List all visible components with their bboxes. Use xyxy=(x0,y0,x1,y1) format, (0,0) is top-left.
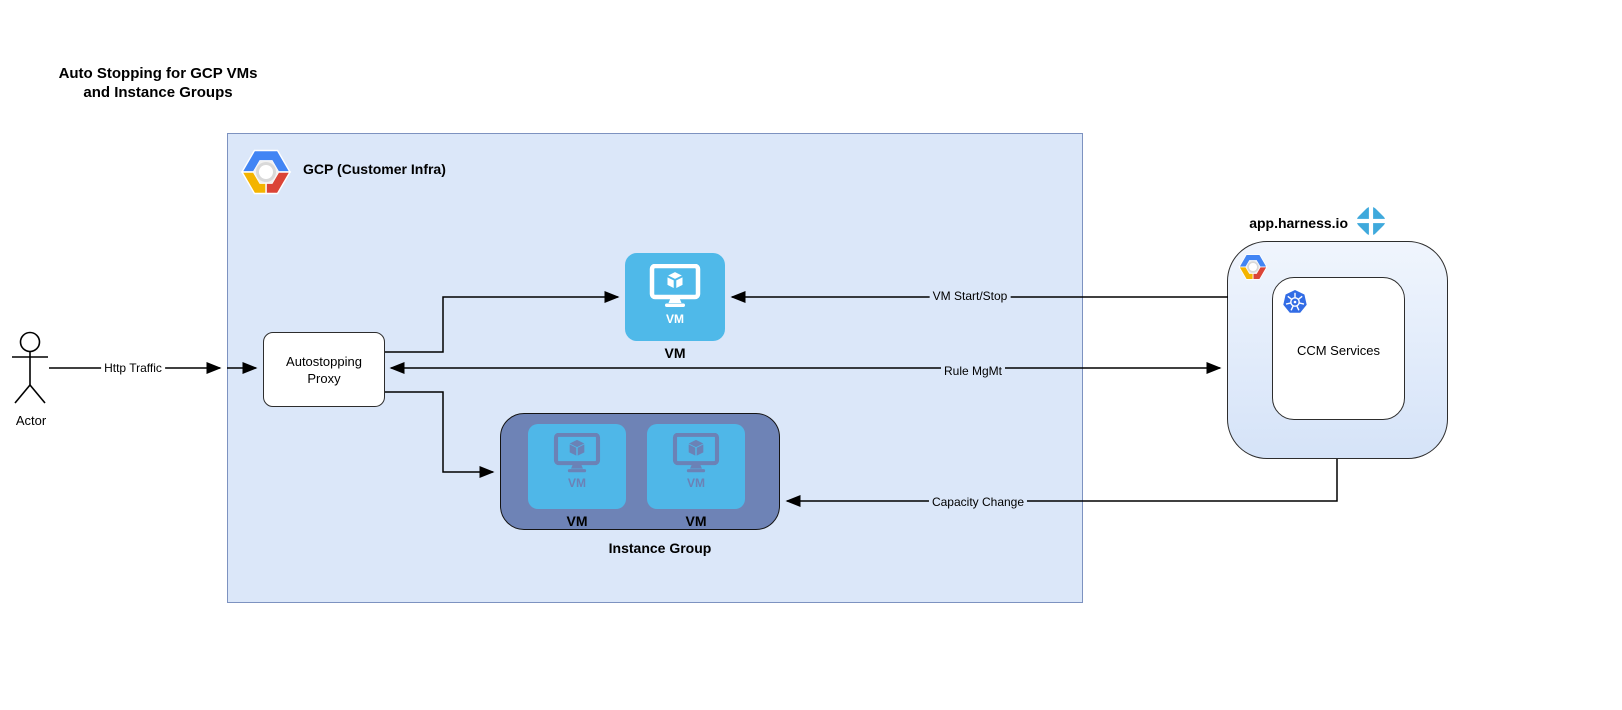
gcp-container-title: GCP (Customer Infra) xyxy=(303,161,446,177)
vm-icon-label: VM xyxy=(687,476,705,490)
kubernetes-icon xyxy=(1283,290,1307,313)
edge-label-http-traffic: Http Traffic xyxy=(101,361,165,375)
diagram-title: Auto Stopping for GCP VMs and Instance G… xyxy=(58,65,258,101)
actor-label: Actor xyxy=(15,413,47,428)
gcp-logo-icon xyxy=(240,149,292,195)
instance-group-vm-2: VM xyxy=(647,424,745,509)
instance-group-vm-1-label: VM xyxy=(566,513,588,529)
harness-logo-icon xyxy=(1353,203,1389,239)
instance-group-vm-1: VM xyxy=(528,424,626,509)
instance-group-container: VM VM VM VM xyxy=(500,413,780,530)
edge-label-capacity-change: Capacity Change xyxy=(928,495,1028,509)
gcp-logo-icon xyxy=(1238,254,1268,280)
actor-figure-icon xyxy=(12,331,48,404)
vm-icon-label: VM xyxy=(666,312,684,326)
edge-label-rule-mgmt: Rule MgMt xyxy=(940,364,1006,378)
vm-monitor-icon xyxy=(672,433,720,473)
autostopping-proxy-node: Autostopping Proxy xyxy=(263,332,385,407)
vm-monitor-icon xyxy=(553,433,601,473)
ccm-services-label: CCM Services xyxy=(1296,343,1381,358)
vm-node: VM xyxy=(625,253,725,341)
instance-group-vm-2-label: VM xyxy=(685,513,707,529)
vm-monitor-icon xyxy=(649,264,701,307)
harness-title: app.harness.io xyxy=(1249,215,1348,231)
edge-label-vm-start-stop: VM Start/Stop xyxy=(929,289,1011,303)
vm-node-label: VM xyxy=(664,345,686,361)
instance-group-label: Instance Group xyxy=(608,540,712,556)
vm-icon-label: VM xyxy=(568,476,586,490)
